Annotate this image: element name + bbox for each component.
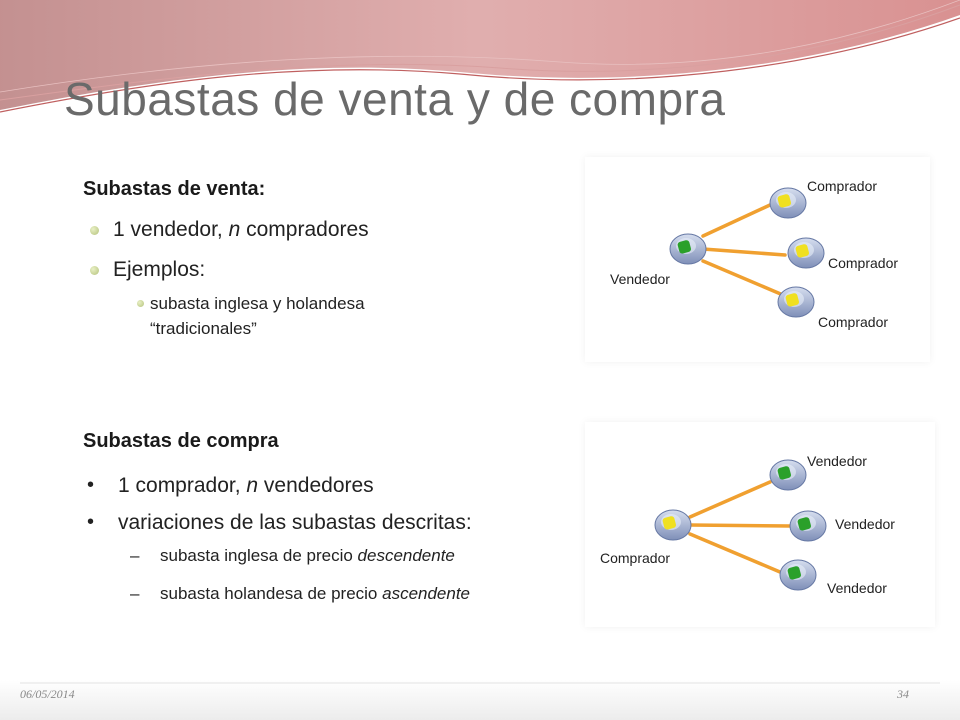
vendedor-node-icon <box>769 459 807 491</box>
comprador-label-1: Comprador <box>807 178 877 194</box>
bullet-dot-icon <box>90 266 99 275</box>
vendedor-label: Vendedor <box>610 271 670 287</box>
compra-sub-bullet-1-italic: descendente <box>357 546 455 565</box>
venta-bullet-1: 1 vendedor, n compradores <box>113 218 369 242</box>
vendedor-node-icon <box>789 510 827 542</box>
compra-bullet-1-italic: n <box>246 474 259 497</box>
vendedor-label-1: Vendedor <box>807 453 867 469</box>
dash-icon: – <box>130 584 140 603</box>
compra-sub-bullet-2-italic: ascendente <box>382 584 471 603</box>
compra-sub-bullet-1-text: subasta inglesa de precio <box>160 546 358 565</box>
bullet-dot-icon <box>137 300 144 307</box>
venta-heading: Subastas de venta: <box>83 178 266 200</box>
diagram-compra: Comprador Vendedor Vendedor Vendedor <box>585 422 935 627</box>
vendedor-label-3: Vendedor <box>827 580 887 596</box>
bullet-dot-icon <box>90 226 99 235</box>
header-banner <box>0 0 960 113</box>
compra-heading: Subastas de compra <box>83 430 279 452</box>
compra-bullet-2: variaciones de las subastas descritas: <box>118 511 472 534</box>
dash-icon: – <box>130 546 140 565</box>
venta-sub-bullet-line-2: “tradicionales” <box>150 319 257 338</box>
venta-bullet-1-italic: n <box>228 218 241 241</box>
compra-sub-bullet-2-text: subasta holandesa de precio <box>160 584 383 603</box>
diagram-venta: Vendedor Comprador Comprador Comprador <box>585 157 930 362</box>
venta-bullet-1-text: 1 vendedor, <box>113 218 229 241</box>
bullet-icon: • <box>87 511 95 533</box>
slide-title: Subastas de venta y de compra <box>64 73 726 125</box>
compra-bullet-1-text: 1 comprador, <box>118 474 247 497</box>
comprador-label-3: Comprador <box>818 314 888 330</box>
compra-bullet-1: 1 comprador, n vendedores <box>118 474 374 498</box>
diagram-compra-svg: Comprador Vendedor Vendedor Vendedor <box>600 453 895 596</box>
comprador-node-icon <box>777 286 815 318</box>
footer-band <box>0 680 960 720</box>
venta-bullet-2: Ejemplos: <box>113 258 206 281</box>
venta-sub-bullet-line-1: subasta inglesa y holandesa <box>150 294 365 313</box>
connector-lines <box>701 203 787 297</box>
vendedor-node-icon <box>669 233 707 265</box>
vendedor-label-2: Vendedor <box>835 516 895 532</box>
comprador-node-icon <box>787 237 825 269</box>
compra-bullet-1-text-end: vendedores <box>258 474 374 497</box>
comprador-label-2: Comprador <box>828 255 898 271</box>
compra-sub-bullet-1: subasta inglesa de precio descendente <box>160 546 455 566</box>
footer-page-number: 34 <box>897 687 909 701</box>
comprador-label: Comprador <box>600 550 670 566</box>
comprador-node-icon <box>654 509 692 541</box>
venta-bullet-1-text-end: compradores <box>240 218 369 241</box>
compra-sub-bullet-2: subasta holandesa de precio ascendente <box>160 584 470 604</box>
footer-date: 06/05/2014 <box>20 687 75 701</box>
diagram-venta-svg: Vendedor Comprador Comprador Comprador <box>610 178 898 330</box>
connector-lines <box>688 480 792 574</box>
vendedor-node-icon <box>779 559 817 591</box>
bullet-icon: • <box>87 474 95 496</box>
comprador-node-icon <box>769 187 807 219</box>
